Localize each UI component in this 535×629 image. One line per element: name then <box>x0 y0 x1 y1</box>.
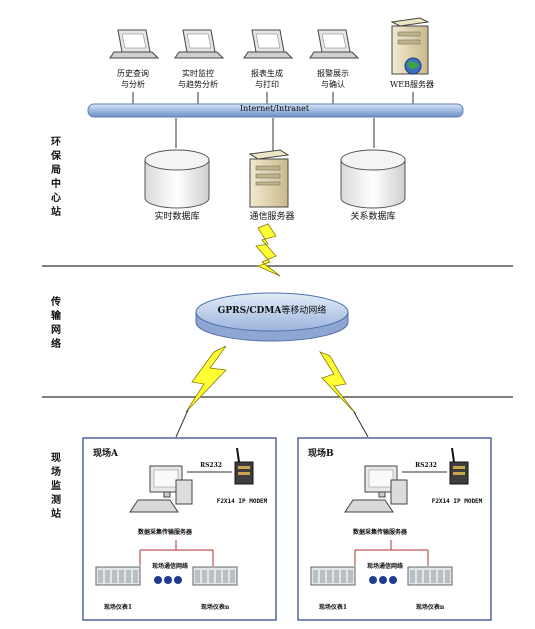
client-label: 报表生成与打印 <box>251 69 283 89</box>
lightning-icon <box>185 345 227 413</box>
laptop-icon <box>109 29 160 59</box>
ellipsis-dot <box>154 576 162 584</box>
network-label: 现场通信网络 <box>366 563 403 570</box>
field-meter-icon <box>192 566 238 586</box>
cloud-label: GPRS/CDMA等移动网络 <box>217 306 327 316</box>
client-label: 报警展示与确认 <box>317 69 349 89</box>
laptop-icon <box>243 29 294 59</box>
realtime-db-label: 实时数据库 <box>154 212 200 222</box>
ellipsis-dot <box>164 576 172 584</box>
ellipsis-dot <box>369 576 377 584</box>
client-label: 实时监控与趋势分析 <box>178 69 218 89</box>
laptop-icon <box>174 29 225 59</box>
ellipsis-dot <box>379 576 387 584</box>
site-a-equipment <box>95 447 254 586</box>
internet-bus <box>87 103 464 118</box>
mobile-network-cloud <box>195 292 349 342</box>
relational-database-icon <box>340 149 406 209</box>
field-meter-icon <box>95 566 141 586</box>
rs232-label: RS232 <box>415 462 437 469</box>
web-server-icon <box>390 17 430 75</box>
ellipsis-dot <box>174 576 182 584</box>
relational-db-label: 关系数据库 <box>350 212 396 222</box>
network-label: 现场通信网络 <box>151 563 188 570</box>
meter1-label: 现场仪表1 <box>318 604 348 611</box>
modem-label: F2X14 IP MODEM <box>216 498 268 505</box>
site-b-title: 现场B <box>308 449 334 459</box>
site-b-frame <box>297 437 492 621</box>
site-a-frame <box>82 437 277 621</box>
meter1-label: 现场仪表1 <box>103 604 133 611</box>
ip-modem-icon <box>449 447 469 485</box>
lightning-icon <box>318 351 357 415</box>
desktop-computer-icon <box>344 465 408 513</box>
desktop-computer-icon <box>129 465 193 513</box>
web-server-label: WEB服务器 <box>390 80 434 89</box>
meterN-label: 现场仪表n <box>200 604 230 611</box>
rs232-label: RS232 <box>200 462 222 469</box>
server-label: 数据采集传输服务器 <box>137 529 192 536</box>
meterN-label: 现场仪表n <box>415 604 445 611</box>
comm-server-label: 通信服务器 <box>249 212 295 222</box>
side-label-field-station: 现场监测站 <box>51 453 61 520</box>
realtime-database-icon <box>144 149 210 209</box>
side-label-transmission: 传输网络 <box>51 297 61 350</box>
side-label-env-center: 环保局中心站 <box>51 137 61 218</box>
server-label: 数据采集传输服务器 <box>352 529 407 536</box>
client-label: 历史查询与分析 <box>117 69 149 89</box>
lightning-icon <box>255 223 281 277</box>
field-meter-icon <box>407 566 453 586</box>
ellipsis-dot <box>389 576 397 584</box>
site-b-equipment <box>310 447 469 586</box>
ip-modem-icon <box>234 447 254 485</box>
laptop-icon <box>309 29 360 59</box>
site-a-title: 现场A <box>93 449 118 459</box>
comm-server-icon <box>248 149 290 208</box>
bus-label: Internet/Intranet <box>240 104 310 113</box>
field-meter-icon <box>310 566 356 586</box>
modem-label: F2X14 IP MODEM <box>431 498 483 505</box>
